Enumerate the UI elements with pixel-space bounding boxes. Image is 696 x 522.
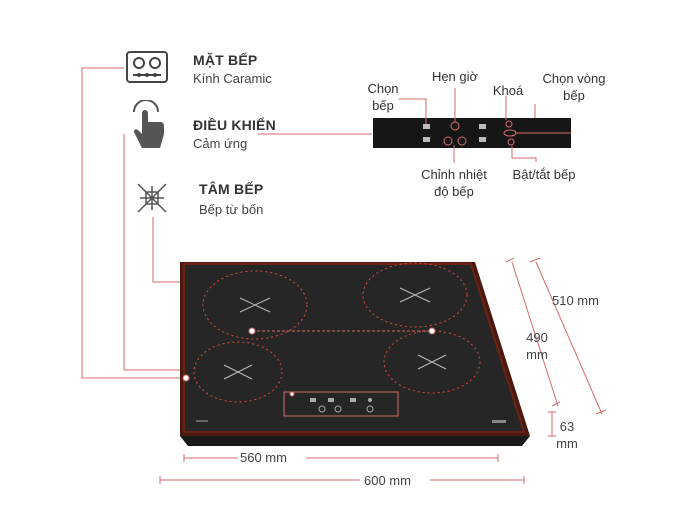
feature-title-surface: MẶT BẾP — [193, 52, 258, 68]
feature-subtitle-control: Cảm ứng — [193, 136, 248, 151]
zone-top-right — [362, 262, 468, 328]
zone-bottom-left — [193, 341, 283, 403]
dimension-depth-outer: 510 mm — [552, 293, 599, 308]
label-select-ring: Chọn vòng bếp — [542, 71, 606, 103]
dimension-lines — [159, 257, 607, 484]
dimension-depth-inner: 490 mm — [526, 330, 548, 362]
zone-top-left — [202, 270, 308, 340]
feature-subtitle-zone: Bếp từ bốn — [199, 202, 264, 217]
induction-zone-icon — [134, 180, 170, 216]
zone-bottom-right — [383, 330, 481, 394]
label-lock: Khoá — [492, 83, 524, 98]
label-select-zone: Chọn bếp — [367, 81, 399, 113]
dimension-width-inner: 560 mm — [240, 450, 287, 465]
label-power: Bật/tắt bếp — [512, 167, 576, 182]
feature-subtitle-surface: Kính Caramic — [193, 71, 272, 86]
dimension-width-outer: 600 mm — [364, 473, 411, 488]
zone-cross-marks — [223, 287, 447, 380]
feature-title-zone: TÂM BẾP — [199, 181, 264, 197]
cooktop-control-panel — [196, 391, 506, 423]
feature-title-control: ĐIỀU KHIỂN — [193, 117, 276, 133]
touch-hand-icon — [128, 100, 168, 156]
cooktop-drawing — [180, 262, 530, 446]
zone-connector — [182, 327, 436, 382]
dimension-height: 63 mm — [556, 419, 578, 451]
cooking-zones — [193, 262, 481, 403]
label-temperature: Chỉnh nhiệt độ bếp — [421, 167, 487, 199]
cooktop-icon — [125, 50, 169, 84]
control-leaders — [399, 88, 571, 163]
label-timer: Hẹn giờ — [431, 69, 479, 84]
